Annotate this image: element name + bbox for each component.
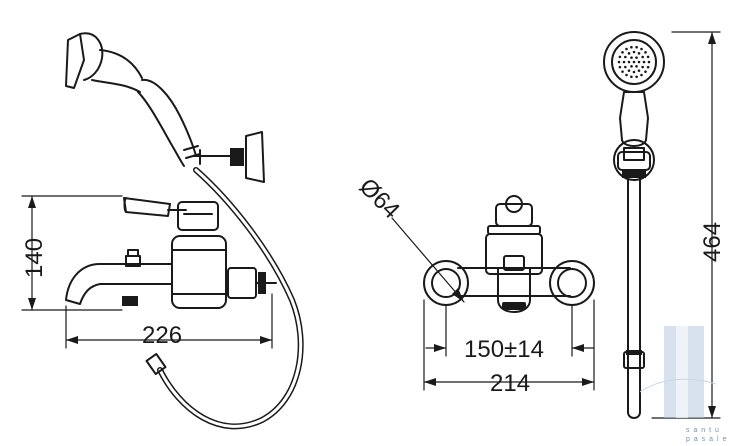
nozzle-dot	[630, 45, 633, 49]
dimension-width-214: 214	[423, 299, 595, 397]
nozzle-dot	[630, 56, 633, 59]
slide-rail	[623, 177, 645, 419]
nozzle-dot	[617, 60, 621, 64]
dimension-height-464: 464	[651, 31, 726, 419]
watermark-line-2: p a s a l e	[686, 436, 727, 443]
nozzle-dot	[618, 65, 622, 69]
rail-view: 464	[603, 31, 726, 419]
dimension-label-226: 226	[142, 322, 182, 349]
dimension-label-140: 140	[21, 238, 48, 278]
dimension-label-214: 214	[490, 370, 530, 397]
nozzle-dot	[630, 65, 633, 68]
flange-right	[549, 260, 595, 306]
nozzle-dot	[647, 60, 651, 64]
nozzle-dot	[632, 70, 636, 74]
side-view: 140 226	[21, 32, 304, 430]
nozzle-dot	[627, 69, 631, 72]
nozzle-dot	[621, 70, 624, 73]
shower-head-face	[603, 31, 665, 93]
nozzle-dot	[637, 69, 641, 72]
dimension-label-150: 150±14	[464, 336, 544, 363]
nozzle-dot	[632, 50, 636, 54]
nozzle-dot	[635, 45, 638, 49]
flange-left	[423, 260, 469, 306]
dimension-width-226: 226	[65, 293, 273, 349]
nozzle-dot	[642, 60, 646, 64]
nozzle-dot	[635, 65, 638, 68]
nozzle-dot	[644, 51, 647, 54]
shower-nozzles	[617, 45, 651, 79]
dimension-height-140: 140	[21, 195, 123, 311]
nozzle-dot	[632, 60, 636, 64]
shower-handle-front	[619, 91, 649, 161]
nozzle-dot	[635, 75, 638, 79]
nozzle-dot	[622, 60, 626, 64]
hand-shower-handle	[137, 78, 201, 167]
shower-hose	[145, 167, 304, 430]
wall-holder	[193, 131, 265, 183]
dimension-center-150: 150±14	[425, 305, 595, 363]
nozzle-dot	[630, 75, 633, 79]
nozzle-dot	[646, 65, 650, 69]
nozzle-dot	[641, 65, 644, 69]
nozzle-dot	[627, 52, 631, 55]
nozzle-dot	[618, 55, 622, 59]
rail-slider	[613, 139, 655, 181]
nozzle-dot	[644, 70, 647, 73]
dimension-diameter-64: Ø64	[354, 173, 465, 303]
nozzle-dot	[625, 73, 628, 77]
nozzle-dot	[624, 55, 627, 59]
nozzle-dot	[640, 47, 643, 51]
mixer-front-body	[457, 233, 571, 313]
nozzle-dot	[635, 56, 638, 59]
nozzle-dot	[624, 65, 627, 69]
nozzle-dot	[625, 47, 628, 51]
nozzle-dot	[646, 55, 650, 59]
watermark: s a n t u p a s a l e	[639, 326, 727, 443]
nozzle-dot	[637, 60, 641, 64]
nozzle-dot	[641, 55, 644, 59]
dimension-label-diameter: Ø64	[354, 173, 405, 224]
nozzle-dot	[621, 51, 624, 54]
mixer-knob	[487, 195, 541, 235]
front-view: Ø64 150±14 214	[354, 173, 595, 397]
mixer-body	[65, 197, 277, 309]
watermark-line-1: s a n t u	[686, 427, 720, 434]
nozzle-dot	[627, 60, 631, 64]
nozzle-dot	[637, 52, 641, 55]
dimension-label-464: 464	[699, 222, 726, 262]
hand-shower-head	[65, 32, 143, 93]
nozzle-dot	[640, 73, 643, 77]
